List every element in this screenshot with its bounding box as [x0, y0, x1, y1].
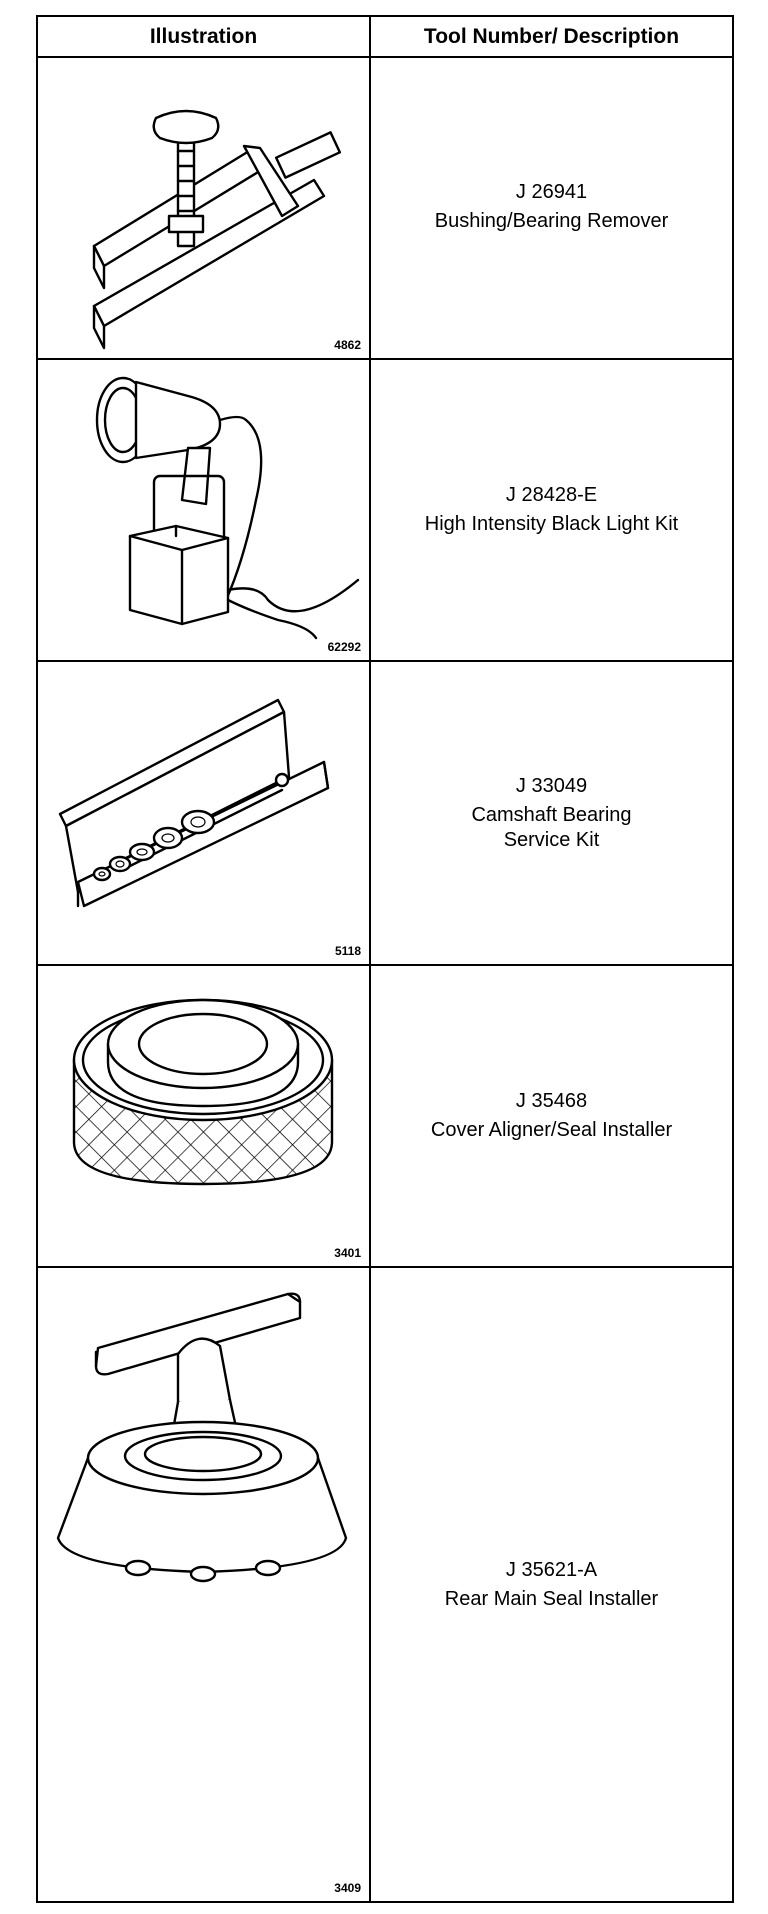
row-divider: [38, 358, 732, 360]
tool-description: Camshaft Bearing Service Kit: [471, 803, 632, 851]
table-row: 62292 J 28428-E High Intensity Black Lig…: [38, 360, 732, 662]
table-row: 4862 J 26941 Bushing/Bearing Remover: [38, 56, 732, 360]
tool-number: J 35621-A: [505, 1558, 598, 1581]
tool-description: Bushing/Bearing Remover: [434, 210, 669, 232]
row-divider: [38, 660, 732, 662]
black-light-kit-icon: [95, 376, 360, 640]
rear-main-seal-installer-icon: [56, 1292, 348, 1583]
tool-number: J 33049: [515, 774, 588, 797]
figure-number: 3409: [334, 1881, 361, 1895]
table-row: 3409 J 35621-A Rear Main Seal Installer: [38, 1268, 732, 1903]
tool-number: J 35468: [515, 1090, 588, 1112]
figure-number: 3401: [334, 1246, 361, 1260]
tool-description-cell: J 35621-A Rear Main Seal Installer: [371, 1268, 732, 1901]
tool-number: J 28428-E: [505, 484, 598, 506]
illustration-cell: 5118: [38, 662, 369, 964]
figure-number: 5118: [334, 944, 361, 958]
tool-description-cell: J 28428-E High Intensity Black Light Kit: [371, 360, 732, 660]
illustration-cell: 4862: [38, 56, 369, 358]
row-divider: [38, 1266, 732, 1268]
header-tool-description: Tool Number/ Description: [423, 25, 680, 48]
figure-number: 4862: [334, 338, 361, 352]
illustration-cell: 3409: [38, 1268, 369, 1901]
table-row: 3401 J 35468 Cover Aligner/Seal Installe…: [38, 966, 732, 1268]
tool-description: High Intensity Black Light Kit: [424, 513, 679, 535]
tool-number: J 26941: [515, 181, 588, 203]
table-row: 5118 J 33049 Camshaft Bearing Service Ki…: [38, 662, 732, 966]
tool-description-cell: J 26941 Bushing/Bearing Remover: [371, 56, 732, 358]
table-header: Illustration Tool Number/ Description: [38, 17, 732, 58]
header-illustration: Illustration: [149, 25, 258, 48]
cover-aligner-icon: [72, 998, 334, 1186]
tool-description: Cover Aligner/Seal Installer: [430, 1119, 673, 1141]
tool-description-cell: J 33049 Camshaft Bearing Service Kit: [371, 662, 732, 964]
figure-number: 62292: [327, 640, 361, 654]
tool-table: Illustration Tool Number/ Description 48…: [36, 15, 734, 1903]
tool-description-cell: J 35468 Cover Aligner/Seal Installer: [371, 966, 732, 1266]
row-divider: [38, 964, 732, 966]
illustration-cell: 62292: [38, 360, 369, 660]
column-divider: [369, 17, 371, 1901]
bushing-bearing-remover-icon: [92, 109, 342, 350]
tool-description: Rear Main Seal Installer: [444, 1587, 659, 1610]
camshaft-bearing-kit-icon: [58, 698, 330, 908]
illustration-cell: 3401: [38, 966, 369, 1266]
